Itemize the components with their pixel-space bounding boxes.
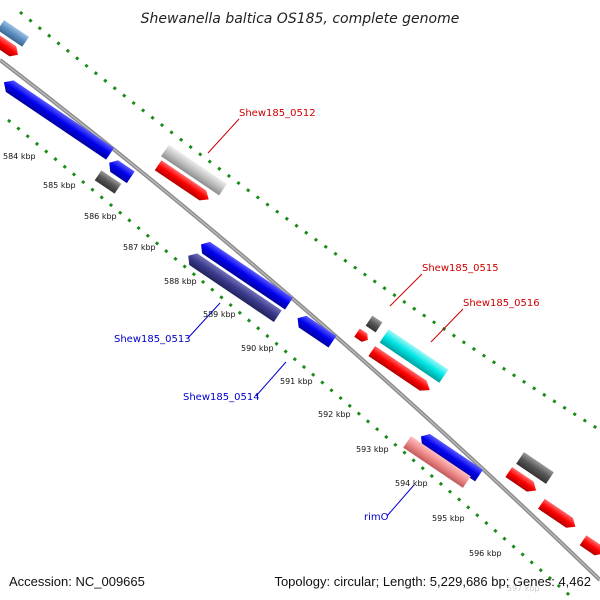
tick-label: 588 kbp bbox=[164, 277, 197, 286]
gene-blue-rimO-top[interactable] bbox=[417, 431, 483, 482]
gene-label-shew185-0512[interactable]: Shew185_0512 bbox=[239, 108, 316, 119]
tick-label: 597 kbp bbox=[507, 584, 540, 593]
gene-label-shew185-0515[interactable]: Shew185_0515 bbox=[422, 263, 499, 274]
gene-gray-right[interactable] bbox=[516, 452, 554, 484]
map-title: Shewanella baltica OS185, complete genom… bbox=[141, 11, 460, 27]
tick-label: 593 kbp bbox=[356, 445, 389, 454]
gene-red-small[interactable] bbox=[354, 328, 370, 344]
topology-summary: Topology: circular; Length: 5,229,686 bp… bbox=[274, 574, 591, 589]
tick-label: 595 kbp bbox=[432, 514, 465, 523]
outer-tick-ring bbox=[19, 10, 600, 432]
gene-shew185-0514[interactable] bbox=[294, 312, 337, 348]
gene-red-right-2[interactable] bbox=[538, 498, 579, 532]
tick-label: 589 kbp bbox=[203, 310, 236, 319]
gene-red-0516-pair[interactable] bbox=[368, 346, 433, 395]
inner-tick-ring bbox=[7, 118, 576, 600]
callout-line-0513 bbox=[187, 302, 221, 339]
tick-label: 591 kbp bbox=[280, 377, 313, 386]
gene-shew185-0516[interactable] bbox=[379, 329, 449, 383]
accession-text: Accession: NC_009665 bbox=[9, 574, 145, 589]
gene-label-shew185-0516[interactable]: Shew185_0516 bbox=[463, 298, 540, 309]
tick-label: 592 kbp bbox=[318, 410, 351, 419]
tick-label: 587 kbp bbox=[123, 243, 156, 252]
gene-blue-mid[interactable] bbox=[197, 239, 293, 310]
tick-label: 590 kbp bbox=[241, 344, 274, 353]
callout-line-0512 bbox=[207, 118, 240, 154]
callout-line-0514 bbox=[255, 361, 287, 397]
callout-line-0516 bbox=[430, 308, 464, 343]
gene-label-rimO[interactable]: rimO bbox=[364, 512, 389, 523]
tick-label: 594 kbp bbox=[395, 479, 428, 488]
gene-label-shew185-0513[interactable]: Shew185_0513 bbox=[114, 334, 191, 345]
gene-shew185-0513[interactable] bbox=[184, 250, 282, 322]
tick-label: 585 kbp bbox=[43, 181, 76, 190]
gene-red-right-3[interactable] bbox=[579, 535, 600, 558]
callout-line-0515 bbox=[389, 273, 423, 307]
gene-rimO[interactable] bbox=[403, 436, 471, 488]
gene-gray-0515[interactable] bbox=[365, 315, 383, 333]
gene-steel-top[interactable] bbox=[0, 20, 29, 47]
callout-line-rimO bbox=[386, 484, 415, 517]
tick-label: 596 kbp bbox=[469, 549, 502, 558]
gene-label-shew185-0514[interactable]: Shew185_0514 bbox=[183, 392, 260, 403]
gene-red-top-left[interactable] bbox=[0, 35, 21, 59]
gene-shew185-0512[interactable] bbox=[161, 144, 227, 196]
gene-gray-left[interactable] bbox=[94, 170, 122, 194]
gene-red-0512-pair[interactable] bbox=[154, 160, 212, 204]
gene-blue-left-long[interactable] bbox=[0, 76, 114, 160]
gene-red-right-1[interactable] bbox=[505, 467, 539, 495]
tick-label: 584 kbp bbox=[3, 152, 36, 161]
gene-blue-left-short[interactable] bbox=[105, 157, 135, 184]
tick-label: 586 kbp bbox=[84, 212, 117, 221]
